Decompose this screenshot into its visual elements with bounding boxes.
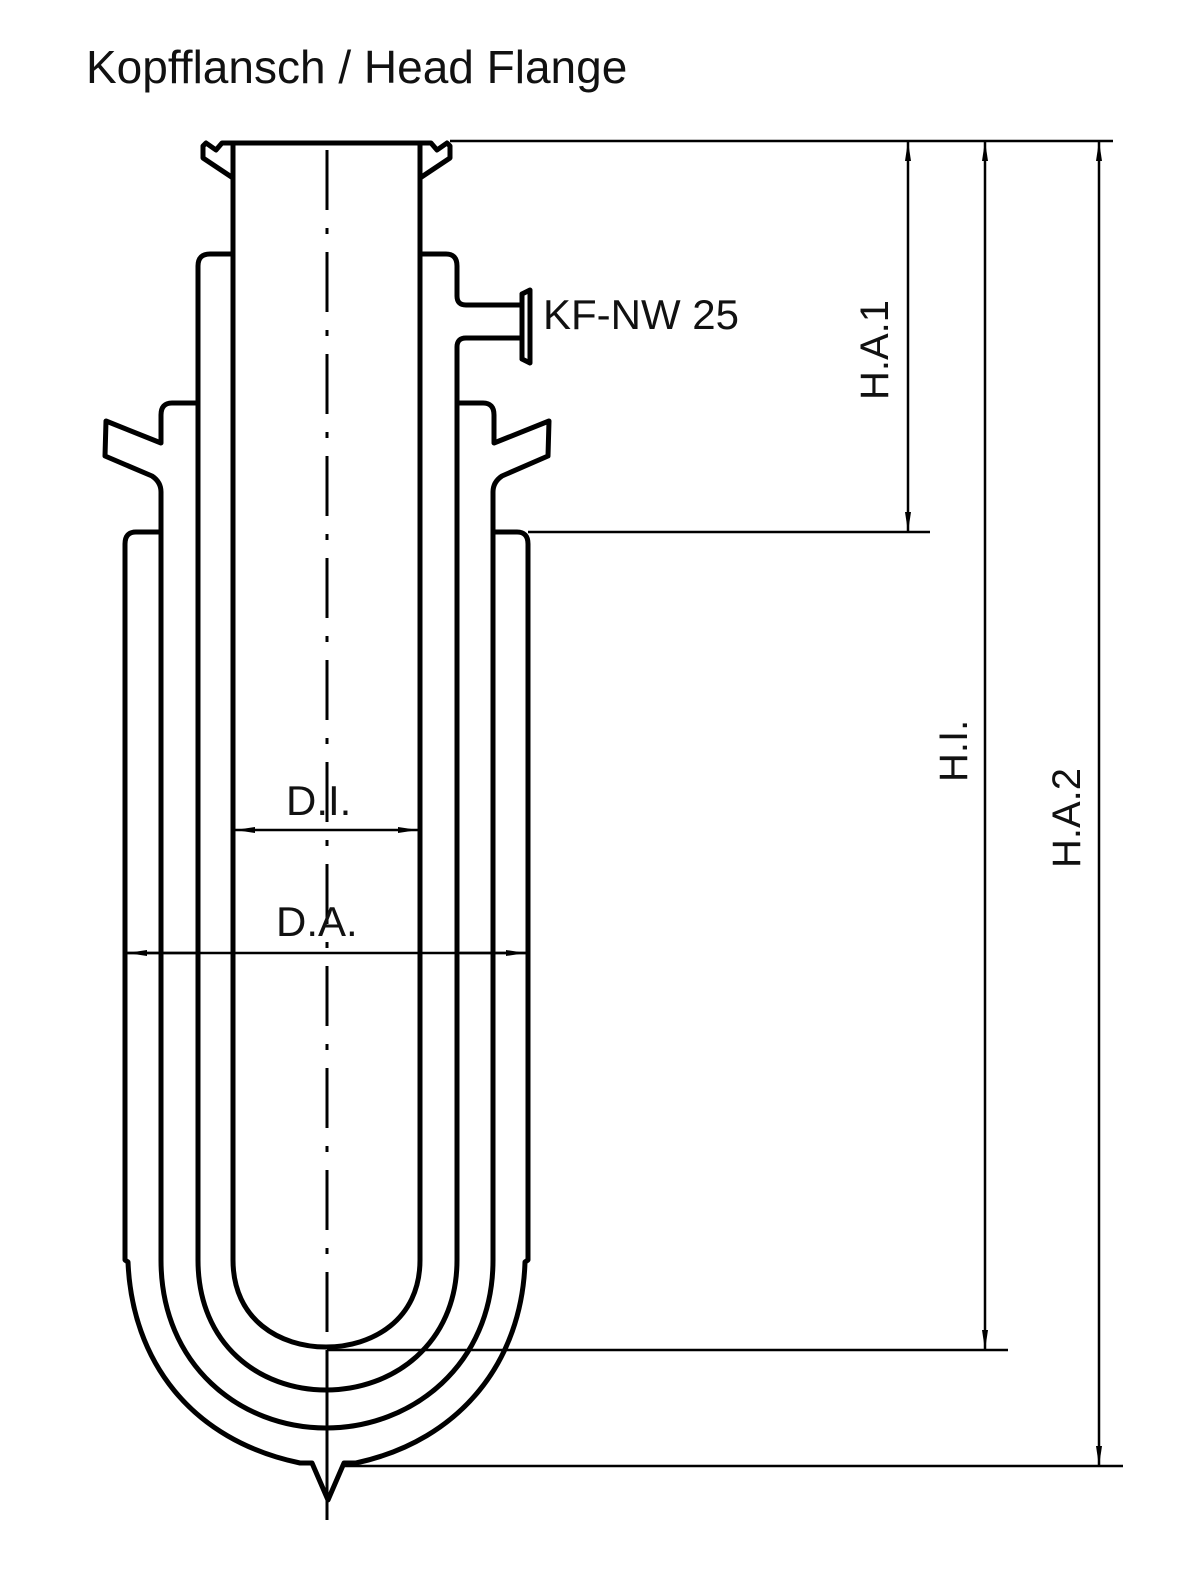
inner-tube (200, 140, 453, 1350)
dimension-d-a: D.A. (125, 898, 528, 956)
dimension-h-a-1: H.A.1 (853, 141, 911, 532)
label-d-a: D.A. (276, 898, 358, 945)
second-wall (195, 251, 533, 1393)
dimension-d-i: D.I. (235, 777, 418, 833)
label-h-a-2: H.A.2 (1045, 768, 1089, 868)
drawing-title: Kopfflansch / Head Flange (86, 41, 628, 93)
dimension-h-i: H.I. (932, 141, 988, 1350)
extension-lines (327, 139, 1123, 1468)
dimension-h-a-2: H.A.2 (1045, 141, 1102, 1466)
label-d-i: D.I. (286, 777, 351, 824)
label-kf-port: KF-NW 25 (543, 291, 739, 338)
label-h-a-1: H.A.1 (853, 300, 897, 400)
label-h-i: H.I. (932, 720, 976, 782)
